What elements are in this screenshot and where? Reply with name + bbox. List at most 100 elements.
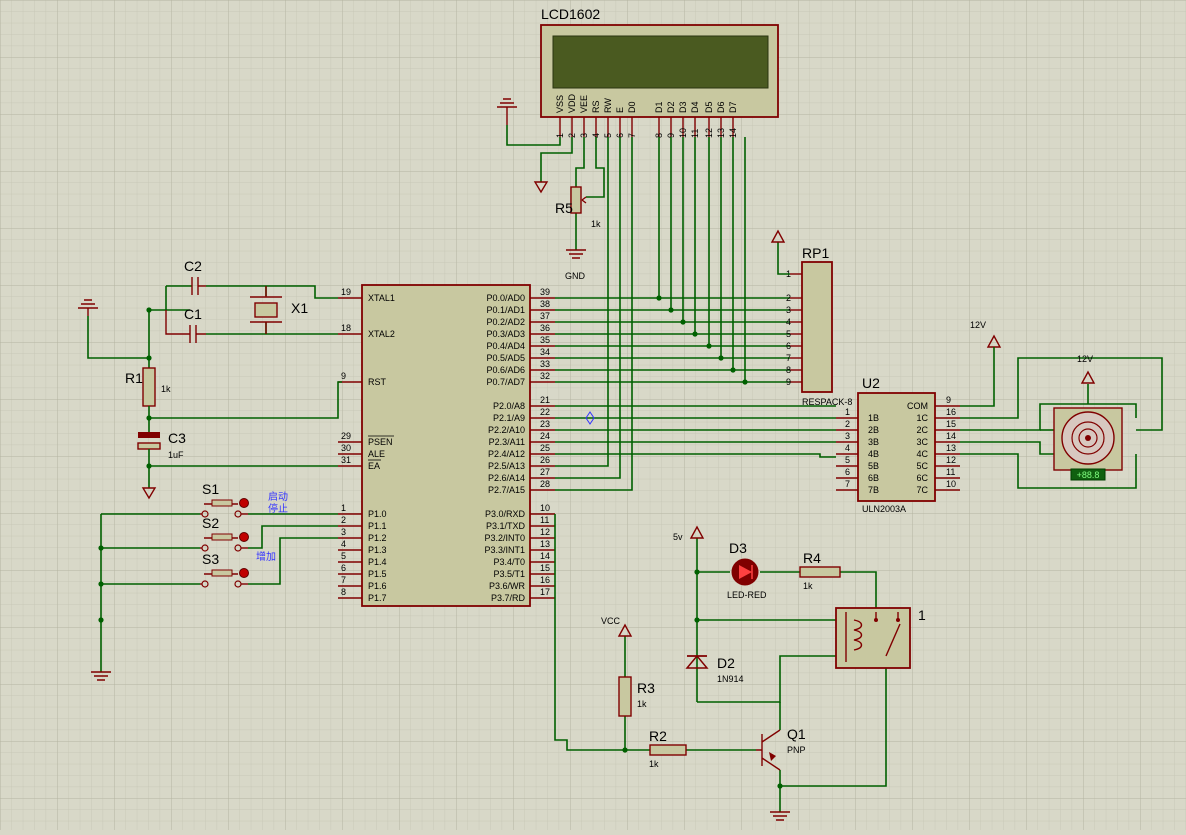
switch-section	[91, 513, 338, 681]
mcu-pin-number: 28	[540, 479, 550, 489]
uln-pin-number: 9	[946, 395, 951, 405]
mcu-pin-number: 36	[540, 323, 550, 333]
mcu-pin-label: P1.1	[368, 521, 387, 531]
lcd1602[interactable]: LCD1602 VSS1VDD2VEE3RS4RW5E6D07D18D29D31…	[540, 6, 779, 138]
uln-pin-number: 15	[946, 419, 956, 429]
mcu-pin-number: 19	[341, 287, 351, 297]
mcu-pin-label: P3.4/T0	[493, 557, 525, 567]
d2-part: 1N914	[717, 674, 744, 684]
uln-pin-number: 7	[845, 479, 850, 489]
mcu-pin-label: P3.5/T1	[493, 569, 525, 579]
power-5v: 5v	[673, 532, 683, 542]
p2-to-uln-wires	[555, 405, 836, 458]
relay[interactable]: 1	[835, 607, 926, 669]
mcu-pin-label: P1.7	[368, 593, 387, 603]
mcu-pin-label: P1.6	[368, 581, 387, 591]
uln-pin-number: 16	[946, 407, 956, 417]
r4-resistor[interactable]: R4 1k	[799, 550, 841, 591]
power-12v-b: 12V	[1077, 354, 1093, 364]
mcu-pin-label: P1.5	[368, 569, 387, 579]
mcu-pin-number: 30	[341, 443, 351, 453]
uln-body	[857, 392, 936, 502]
mcu-pin-label: P1.0	[368, 509, 387, 519]
lcd-ground-symbols: GND	[497, 98, 586, 281]
mcu-pin-number: 29	[341, 431, 351, 441]
mcu-pin-label: P0.2/AD2	[486, 317, 525, 327]
mcu-pin-label: ALE	[368, 449, 385, 459]
uln-pin-number: 3	[845, 431, 850, 441]
push-switch-1[interactable]	[200, 498, 249, 518]
s1-label-start: 启动	[268, 490, 288, 503]
uln-pin-number: 6	[845, 467, 850, 477]
uln-pin-label: 3C	[916, 437, 928, 447]
mcu-8051[interactable]: 19XTAL118XTAL29RST29PSEN30ALE31EA1P1.02P…	[338, 284, 555, 607]
uln-pin-label: 2B	[868, 425, 879, 435]
motor-readout-box	[1070, 468, 1106, 481]
mcu-pin-number: 15	[540, 563, 550, 573]
d3-led[interactable]: D3 LED-RED	[727, 540, 767, 600]
uln-pin-label: 4C	[916, 449, 928, 459]
stepper-motor[interactable]: +88.8	[1053, 407, 1123, 481]
rp1-pin-number: 6	[786, 341, 791, 351]
uln-motor-wiring	[960, 334, 1163, 489]
r5-potentiometer[interactable]: R5 1k	[555, 186, 601, 229]
mcu-pin-label: P2.4/A12	[488, 449, 525, 459]
s1-label-stop: 停止	[268, 502, 288, 515]
rp1-pin-number: 2	[786, 293, 791, 303]
uln-pin-label: 4B	[868, 449, 879, 459]
lcd-pin-number: 6	[615, 133, 625, 138]
r3-resistor[interactable]: R3 1k	[618, 676, 655, 717]
rp1-pin-number: 7	[786, 353, 791, 363]
r3-ref: R3	[637, 680, 655, 696]
reset-section	[137, 367, 342, 500]
r4-body	[799, 566, 841, 578]
lcd-pin-label: D5	[704, 101, 714, 113]
lcd-pin-label: VEE	[579, 95, 589, 113]
mcu-pin-number: 39	[540, 287, 550, 297]
relay-ref: 1	[918, 607, 926, 623]
mcu-pin-label: XTAL2	[368, 329, 395, 339]
uln-part: ULN2003A	[862, 504, 906, 514]
lcd-pin-label: E	[615, 107, 625, 113]
mcu-pin-label: P0.5/AD5	[486, 353, 525, 363]
s3-ref: S3	[202, 551, 219, 567]
mcu-pin-label: P1.3	[368, 545, 387, 555]
mcu-pin-label: P1.4	[368, 557, 387, 567]
r2-resistor[interactable]: R2 1k	[649, 728, 687, 769]
relay-body	[835, 607, 911, 669]
mcu-pin-number: 27	[540, 467, 550, 477]
uln-pin-number: 10	[946, 479, 956, 489]
uln-pin-number: 14	[946, 431, 956, 441]
lcd-pin-label: D7	[728, 101, 738, 113]
rp1-part: RESPACK-8	[802, 397, 852, 407]
push-switch-2[interactable]	[200, 532, 249, 552]
mcu-pin-number: 7	[341, 575, 346, 585]
lcd-pin-label: VSS	[555, 95, 565, 113]
mcu-pin-number: 38	[540, 299, 550, 309]
mcu-pin-number: 31	[341, 455, 351, 465]
power-12v-a: 12V	[970, 320, 986, 330]
mcu-pin-label: P2.1/A9	[493, 413, 525, 423]
mcu-pin-label: P3.2/INT0	[484, 533, 525, 543]
mcu-pin-number: 35	[540, 335, 550, 345]
push-switch-3[interactable]	[200, 568, 249, 588]
lcd-pin-label: D4	[690, 101, 700, 113]
lcd-pin-number: 10	[678, 128, 688, 138]
lcd-pin-number: 3	[579, 133, 589, 138]
mcu-pin-number: 23	[540, 419, 550, 429]
crystal-section	[78, 277, 338, 368]
d2-diode[interactable]: D2 1N914	[685, 654, 744, 684]
mcu-pin-number: 1	[341, 503, 346, 513]
r2-body	[649, 744, 687, 756]
uln-pin-label: 5B	[868, 461, 879, 471]
p0-bus-wires	[555, 295, 790, 385]
mcu-pin-label: P3.1/TXD	[486, 521, 526, 531]
lcd-pin-number: 1	[555, 133, 565, 138]
q1-transistor[interactable]: Q1 PNP	[756, 726, 806, 771]
r4-value: 1k	[803, 581, 813, 591]
c3-ref: C3	[168, 430, 186, 446]
